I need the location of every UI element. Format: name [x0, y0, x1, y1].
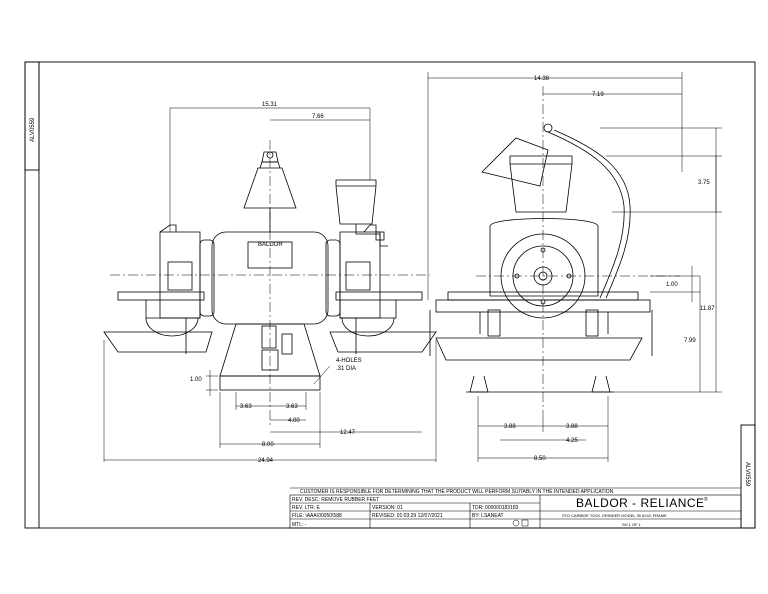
- dim-foot-height: 1.00: [190, 377, 202, 383]
- dim-side-foot-left: 3.88: [504, 424, 516, 430]
- dim-front-half-top: 7.66: [312, 114, 324, 120]
- dim-side-foot-right: 3.88: [566, 424, 578, 430]
- dim-side-half-depth: 7.19: [592, 92, 604, 98]
- tb-file: FILE: \AAA\00050\588: [292, 513, 342, 519]
- projection-symbol-icon: [512, 519, 520, 527]
- tb-sheet: SH 1 OF 1: [622, 522, 642, 527]
- motor-label: BALDOR: [258, 242, 283, 248]
- front-view: [103, 140, 437, 425]
- tb-version: VERSION: 01: [372, 505, 403, 511]
- dim-side-overall-height: 11.87: [700, 306, 715, 312]
- dim-base-half-right: 3.63: [286, 404, 298, 410]
- motor-face: [500, 233, 586, 319]
- holes-note-2: .31 DIA: [336, 366, 356, 372]
- left-tag-box: [24, 61, 40, 171]
- tb-mtl: MTL: -: [292, 522, 307, 528]
- side-view: [429, 86, 680, 408]
- tb-by: BY: LSANEAT: [472, 513, 504, 519]
- dim-front-overall-top: 15.31: [262, 102, 278, 108]
- tb-tdr: TDR: 000000183183: [472, 505, 519, 511]
- dim-side-overall-depth: 14.38: [534, 76, 550, 82]
- dim-side-shaft-height: 7.99: [684, 338, 696, 344]
- dim-center-to-tray: 12.47: [340, 430, 356, 436]
- drawing-border: [24, 61, 756, 529]
- tb-description: STD CARBIDE TOOL GRINDER MODEL 35 524C F…: [562, 513, 667, 518]
- tb-rev-ltr: REV. LTR: E: [292, 505, 320, 511]
- holes-note-1: 4-HOLES: [336, 358, 362, 364]
- side-tag-left: ALV0559: [30, 117, 36, 142]
- dim-side-rest-height: 1.00: [666, 282, 678, 288]
- dim-center-to-hole: 4.00: [288, 418, 300, 424]
- tb-disclaimer: CUSTOMER IS RESPONSIBLE FOR DETERMINING …: [300, 489, 614, 495]
- dim-side-shield-height: 3.75: [698, 180, 710, 186]
- dim-base-width: 8.00: [262, 442, 274, 448]
- title-block: [289, 487, 742, 529]
- dim-side-base-depth: 8.50: [534, 456, 546, 462]
- side-tag-right: ALV0559: [744, 462, 750, 487]
- tb-revised: REVISED: 01:03:29 12/07/2021: [372, 513, 443, 519]
- tb-rev-desc: REV. DESC: REMOVE RUBBER FEET: [292, 497, 379, 503]
- dim-base-half-left: 3.63: [240, 404, 252, 410]
- dim-overall-width: 24.94: [258, 458, 274, 464]
- dim-side-hole-spacing: 4.25: [566, 438, 578, 444]
- tb-registered: ®: [704, 496, 708, 503]
- tb-company: BALDOR - RELIANCE: [576, 496, 705, 510]
- right-tag-box: [740, 424, 756, 529]
